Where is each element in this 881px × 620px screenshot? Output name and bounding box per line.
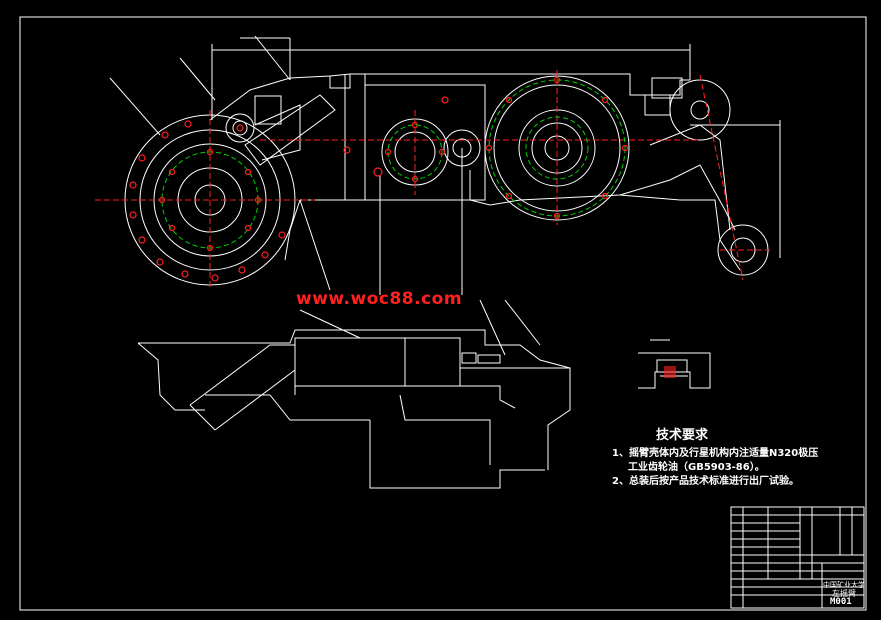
tech-requirement-1: 1、摇臂壳体内及行星机构内注适量N320极压 bbox=[612, 448, 819, 459]
title-block bbox=[730, 506, 865, 609]
drawing-name: 左摇臂 bbox=[832, 589, 856, 598]
school-name: 中国矿业大学 bbox=[823, 581, 865, 589]
section-detail-hatch bbox=[664, 366, 676, 378]
drawing-number: M001 bbox=[830, 597, 852, 607]
drawing-frame bbox=[19, 16, 867, 611]
center-lines bbox=[95, 70, 770, 290]
bolt-circles bbox=[161, 79, 626, 249]
tech-requirement-2: 2、总装后按产品技术标准进行出厂试验。 bbox=[612, 476, 799, 487]
section-detail bbox=[638, 339, 711, 389]
lower-section-view bbox=[137, 299, 571, 489]
bolt-holes bbox=[129, 76, 629, 282]
tech-requirement-1-cont: 工业齿轮油（GB5903-86）。 bbox=[628, 462, 765, 473]
tech-requirements-title: 技术要求 bbox=[656, 428, 709, 443]
watermark: www.woc88.com bbox=[296, 289, 463, 309]
